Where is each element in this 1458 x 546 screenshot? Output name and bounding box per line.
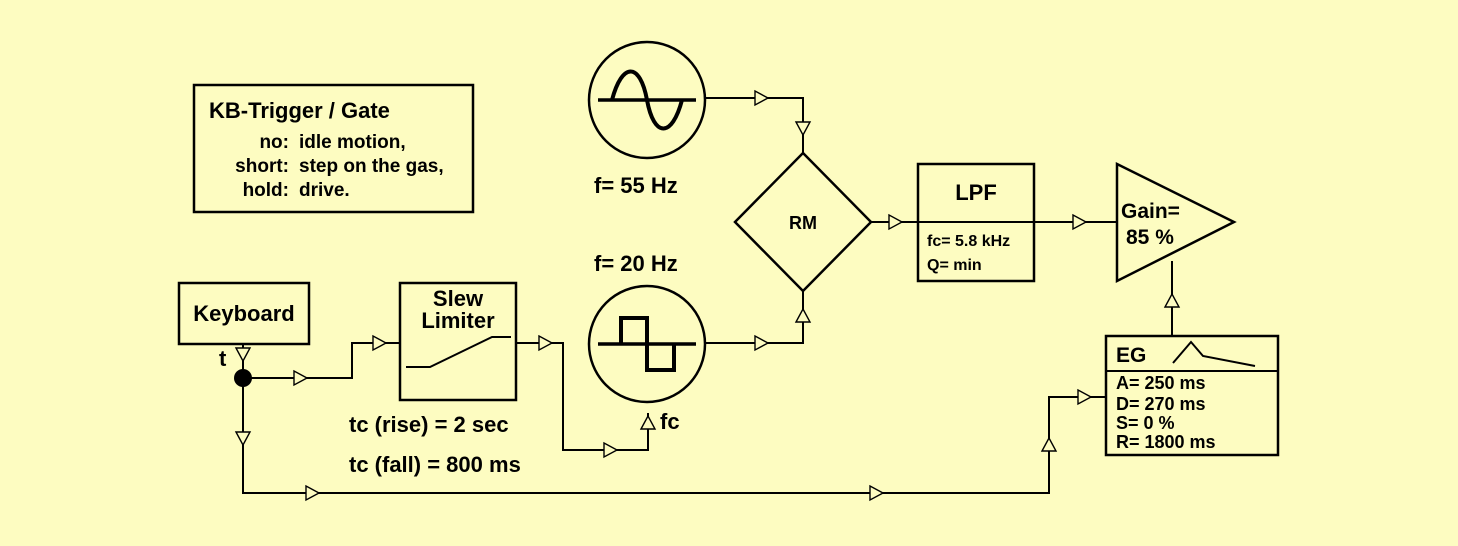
notes-box: KB-Trigger / Gate no: idle motion, short…	[192, 83, 475, 214]
arrow-right	[603, 441, 619, 459]
ring-modulator: RM	[733, 151, 873, 293]
junction-dot	[234, 369, 252, 387]
arrow-right	[538, 334, 554, 352]
slew-limiter-block: Slew Limiter tc (rise) = 2 sec tc (fall)…	[349, 281, 521, 477]
arrow-right	[372, 334, 388, 352]
arrow-right	[1077, 388, 1093, 406]
arrow-right	[1072, 213, 1088, 231]
sine-freq-label: f= 55 Hz	[594, 173, 678, 198]
sine-oscillator: f= 55 Hz	[587, 40, 707, 198]
amplifier: Gain= 85 %	[1115, 161, 1237, 284]
arrow-up	[1163, 292, 1181, 308]
arrow-down	[234, 347, 252, 363]
notes-value-no: idle motion,	[299, 132, 406, 153]
arrow-right	[754, 89, 770, 107]
notes-key-hold: hold:	[243, 180, 289, 201]
arrow-up	[794, 307, 812, 323]
arrow-right	[293, 369, 309, 387]
arrow-right	[305, 484, 321, 502]
eg-sustain-label: S= 0 %	[1116, 413, 1175, 433]
notes-title: KB-Trigger / Gate	[209, 98, 390, 123]
arrow-down	[234, 431, 252, 447]
amp-gain-line1: Gain=	[1121, 200, 1180, 223]
eg-title: EG	[1116, 344, 1146, 367]
square-freq-label: f= 20 Hz	[594, 251, 678, 276]
slew-title-line2: Limiter	[421, 308, 495, 333]
slew-fall-label: tc (fall) = 800 ms	[349, 452, 521, 477]
envelope-shape-icon	[1172, 340, 1256, 367]
arrow-down	[794, 121, 812, 137]
eg-attack-label: A= 250 ms	[1116, 373, 1206, 393]
square-fc-label: fc	[660, 409, 680, 434]
slew-title-line1: Slew	[433, 286, 484, 311]
lpf-title: LPF	[955, 180, 997, 205]
wire-junction-eg	[242, 378, 1106, 494]
keyboard-output-label: t	[219, 346, 227, 371]
arrow-right	[754, 334, 770, 352]
eg-release-label: R= 1800 ms	[1116, 432, 1216, 452]
wire-sine-rm	[705, 97, 804, 153]
notes-key-short: short:	[235, 156, 289, 177]
signal-arrows	[234, 89, 1181, 502]
lpf-fc-label: fc= 5.8 kHz	[927, 233, 1010, 250]
lpf-q-label: Q= min	[927, 257, 982, 274]
eg-decay-label: D= 270 ms	[1116, 394, 1206, 414]
sine-wave-icon	[598, 69, 696, 131]
slew-rise-label: tc (rise) = 2 sec	[349, 412, 509, 437]
arrow-up	[639, 414, 657, 430]
rm-label: RM	[789, 213, 817, 233]
notes-value-hold: drive.	[299, 180, 350, 201]
square-wave-icon	[598, 316, 696, 372]
wire-square-rm	[705, 291, 804, 344]
arrow-right	[869, 484, 885, 502]
arrow-right	[888, 213, 904, 231]
slew-ramp-icon	[406, 336, 511, 368]
notes-value-short: step on the gas,	[299, 156, 444, 177]
eg-block: EG A= 250 ms D= 270 ms S= 0 % R= 1800 ms	[1104, 334, 1280, 457]
arrow-up	[1040, 436, 1058, 452]
keyboard-block: Keyboard t	[177, 281, 311, 371]
lpf-block: LPF fc= 5.8 kHz Q= min	[916, 162, 1036, 283]
notes-key-no: no:	[259, 132, 289, 153]
keyboard-label: Keyboard	[193, 301, 294, 326]
square-oscillator: f= 20 Hz fc	[587, 251, 707, 434]
amp-gain-line2: 85 %	[1126, 226, 1174, 249]
